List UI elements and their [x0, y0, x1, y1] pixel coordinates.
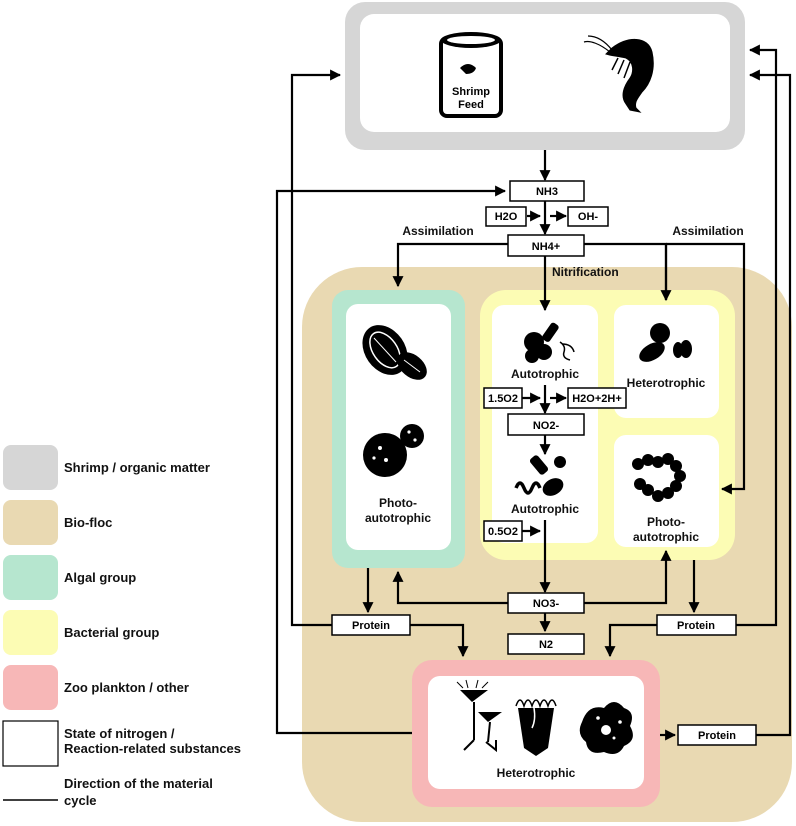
- node-protein-right: Protein: [656, 614, 737, 636]
- cyanobacteria-icon: [632, 453, 686, 502]
- svg-text:Protein: Protein: [698, 730, 736, 742]
- flow-lines: [275, 44, 792, 741]
- node-no3: NO3-: [507, 592, 585, 614]
- node-o2-2: 0.5O2: [483, 520, 523, 542]
- shrimp-inner: [360, 14, 730, 132]
- nitrite-oxidizing-bacteria-icon: [514, 455, 566, 496]
- heterotrophic-bacteria-icon: [639, 323, 692, 362]
- amoeba-icon: [579, 702, 633, 754]
- nitrifying-bacteria-icon: [524, 322, 575, 363]
- label-assimilation-right: Assimilation: [672, 224, 743, 238]
- legend-label-biofloc: Bio-floc: [64, 515, 112, 530]
- vorticella-icon: [456, 679, 502, 753]
- node-oh: OH-: [567, 206, 609, 227]
- bacterial-inner-heterotrophic: [614, 305, 719, 418]
- label-autotrophic-1: Autotrophic: [511, 367, 579, 381]
- legend-label-direction-1: Direction of the material: [64, 776, 213, 791]
- legend-label-zoo: Zoo plankton / other: [64, 680, 189, 695]
- label-photoautotrophic-bacteria-2: autotrophic: [633, 530, 699, 544]
- svg-text:Feed: Feed: [458, 99, 484, 111]
- label-photoautotrophic-algae-1: Photo-: [379, 496, 417, 510]
- label-photoautotrophic-bacteria-1: Photo-: [647, 515, 685, 529]
- label-heterotrophic-bacteria: Heterotrophic: [627, 376, 706, 390]
- node-protein-bottom: Protein: [677, 724, 757, 746]
- svg-text:Shrimp: Shrimp: [452, 86, 490, 98]
- node-no2: NO2-: [507, 413, 585, 436]
- svg-text:NH4+: NH4+: [532, 241, 560, 253]
- node-h2o: H2O: [485, 206, 527, 227]
- legend-swatch-algal: [3, 555, 58, 600]
- svg-text:H2O: H2O: [495, 211, 518, 223]
- svg-text:NH3: NH3: [536, 186, 558, 198]
- svg-text:N2: N2: [539, 639, 553, 651]
- node-o2-1: 1.5O2: [483, 387, 523, 409]
- legend-label-nitrogen-2: Reaction-related substances: [64, 741, 241, 756]
- legend-label-nitrogen-1: State of nitrogen /: [64, 726, 175, 741]
- label-autotrophic-2: Autotrophic: [511, 502, 579, 516]
- label-heterotrophic-zoo: Heterotrophic: [497, 766, 576, 780]
- legend-label-direction-2: cycle: [64, 793, 97, 808]
- rotifer-icon: [515, 699, 557, 756]
- legend-label-algal: Algal group: [64, 570, 136, 585]
- node-h2o-2h: H2O+2H+: [567, 387, 627, 409]
- svg-text:NO2-: NO2-: [533, 420, 560, 432]
- svg-text:H2O+2H+: H2O+2H+: [572, 393, 622, 405]
- legend-swatch-bacterial: [3, 610, 58, 655]
- svg-text:1.5O2: 1.5O2: [488, 393, 518, 405]
- legend: Shrimp / organic matter Bio-floc Algal g…: [2, 445, 241, 808]
- legend-swatch-shrimp: [3, 445, 58, 490]
- node-nh4: NH4+: [507, 234, 585, 257]
- svg-text:Protein: Protein: [352, 620, 390, 632]
- svg-text:Protein: Protein: [677, 620, 715, 632]
- label-nitrification: Nitrification: [552, 265, 619, 279]
- node-nh3: NH3: [509, 180, 585, 202]
- node-n2: N2: [507, 633, 585, 655]
- svg-text:NO3-: NO3-: [533, 598, 560, 610]
- svg-text:0.5O2: 0.5O2: [488, 526, 518, 538]
- legend-swatch-biofloc: [3, 500, 58, 545]
- label-photoautotrophic-algae-2: autotrophic: [365, 511, 431, 525]
- label-assimilation-left: Assimilation: [402, 224, 473, 238]
- algae-cell-icon: [363, 424, 424, 477]
- shrimp-icon: [583, 35, 654, 113]
- legend-swatch-nitrogen: [2, 720, 59, 767]
- legend-swatch-zoo: [3, 665, 58, 710]
- shrimp-feed-icon: Shrimp Feed: [439, 32, 503, 118]
- legend-label-bacterial: Bacterial group: [64, 625, 159, 640]
- legend-label-shrimp: Shrimp / organic matter: [64, 460, 210, 475]
- svg-text:OH-: OH-: [578, 211, 599, 223]
- node-boxes: NH3 H2O OH- NH4+ 1.5O2 H2O+2H+ NO2- 0.5: [331, 180, 757, 746]
- diatom-icon: [362, 325, 427, 380]
- node-protein-left: Protein: [331, 614, 411, 636]
